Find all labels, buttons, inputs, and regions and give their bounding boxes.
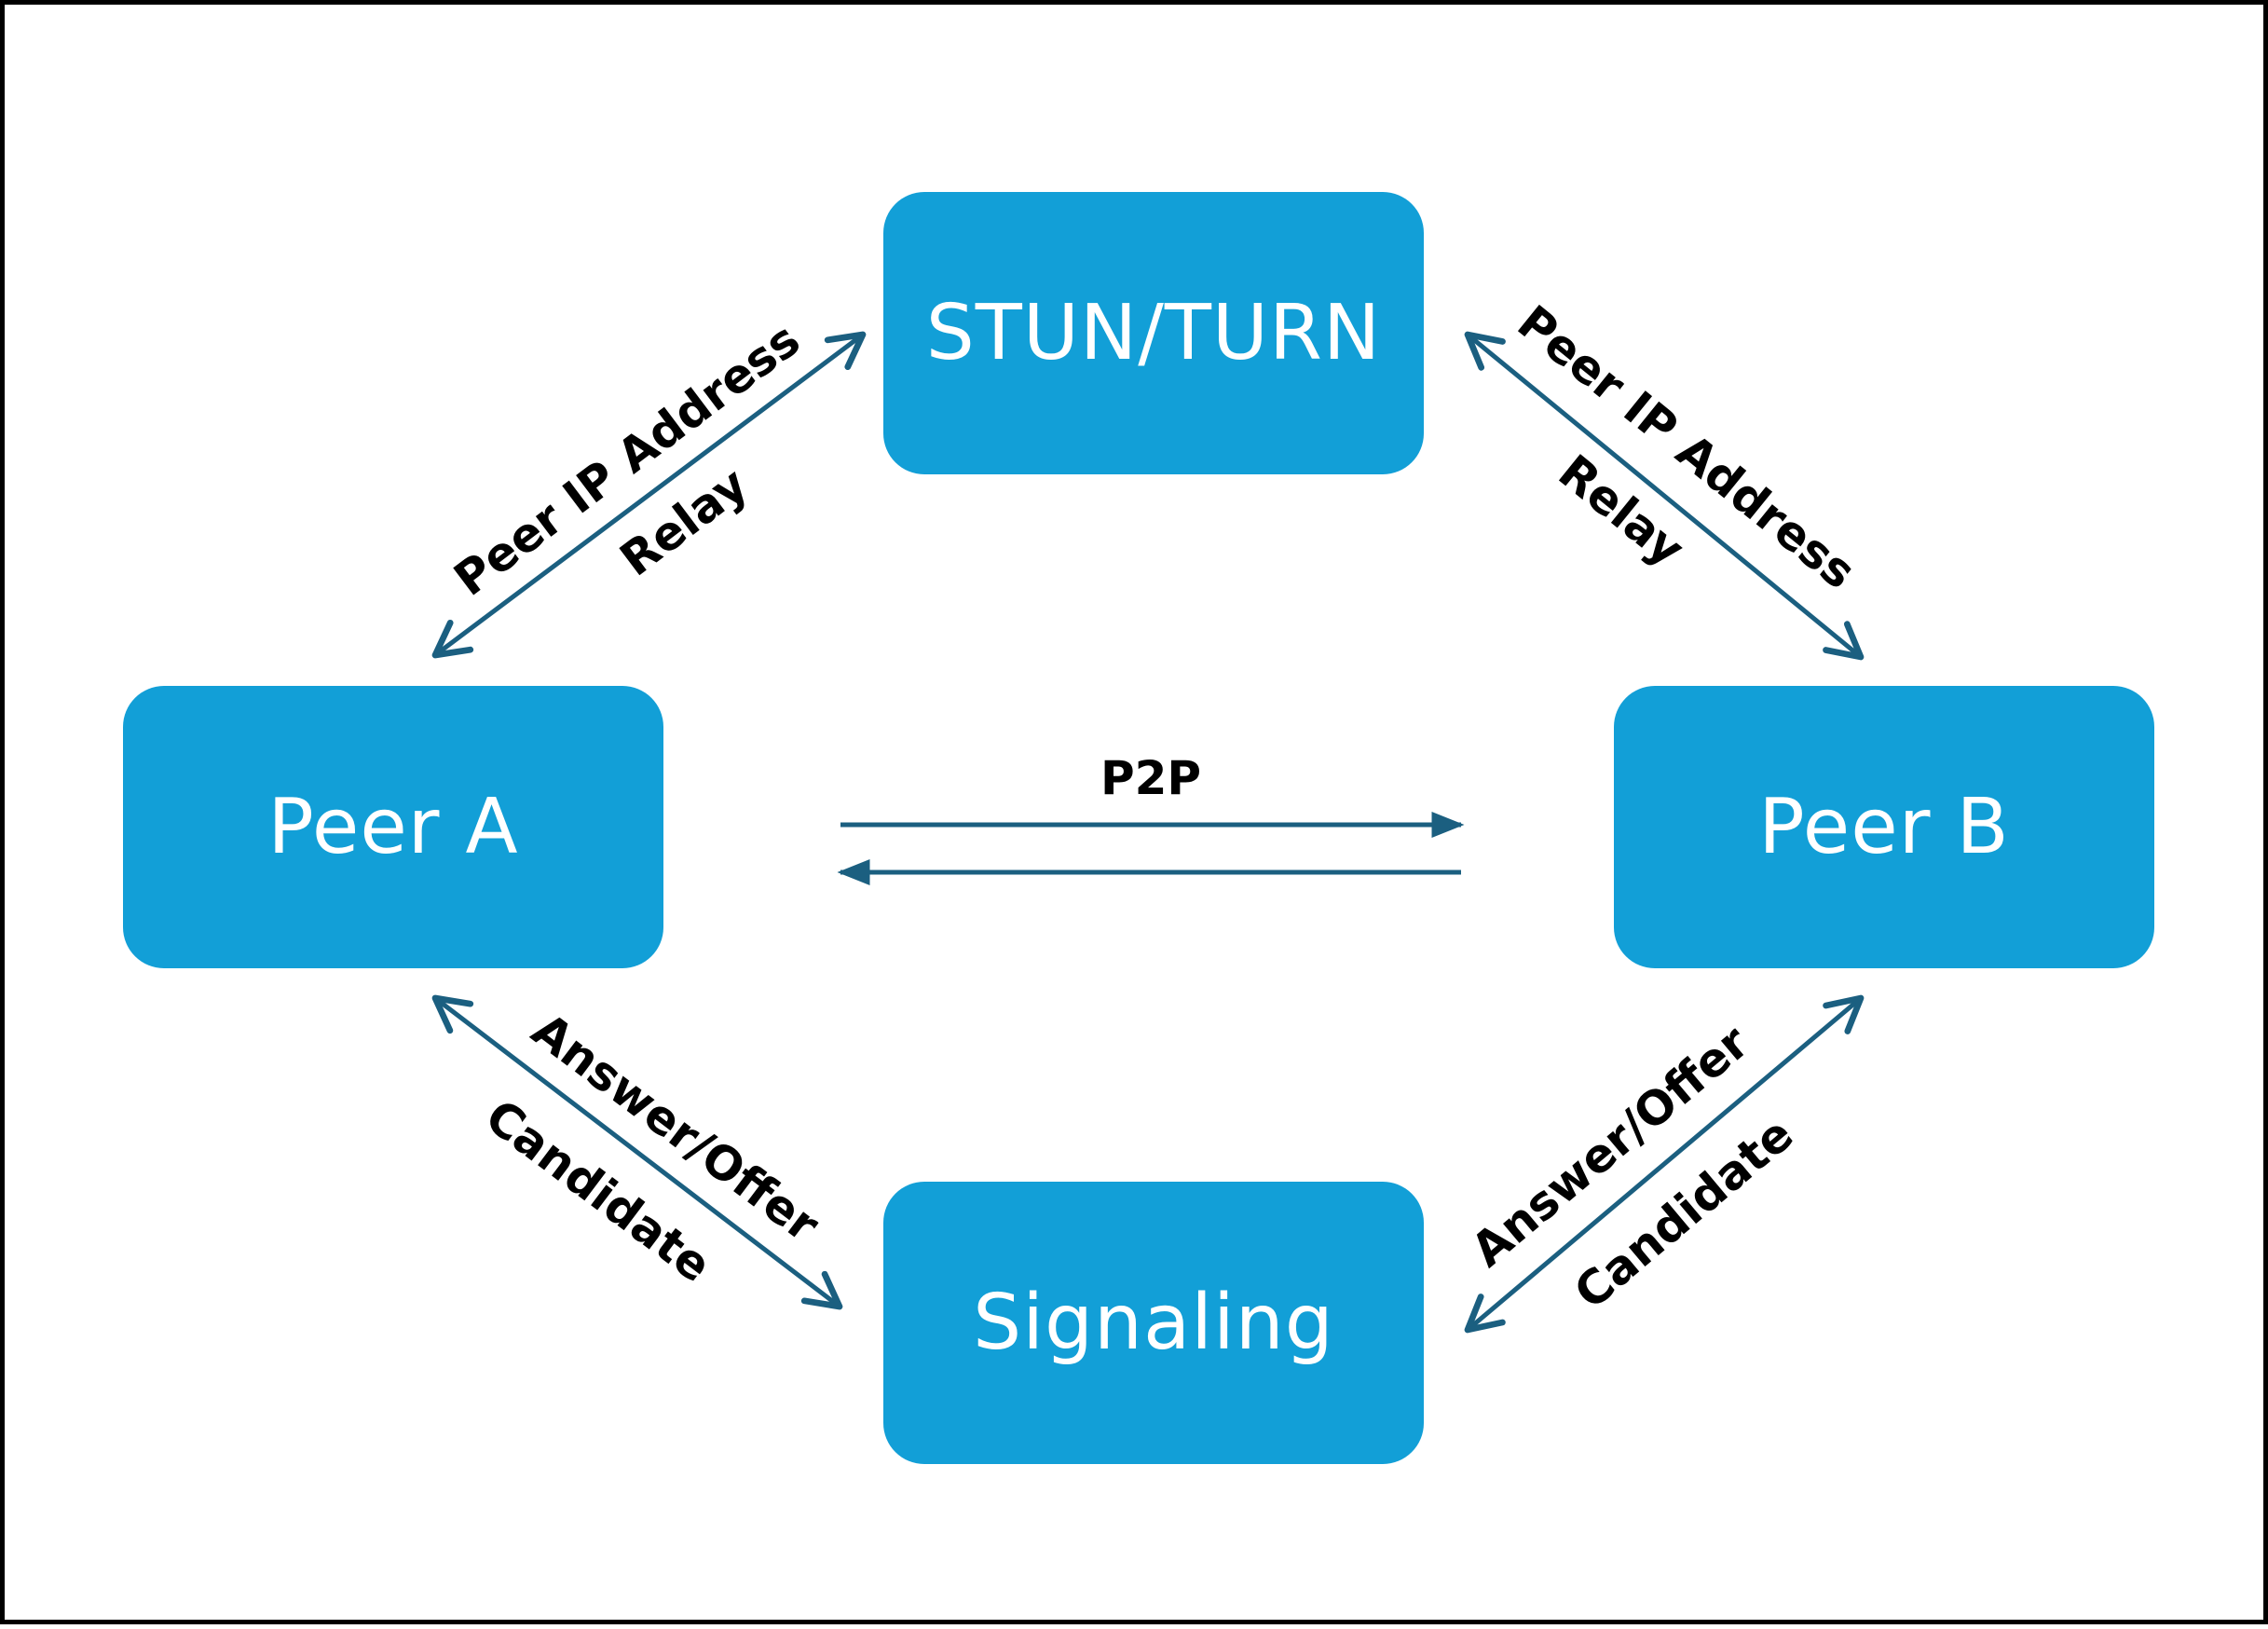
arrow-peer-a-stun bbox=[431, 331, 867, 659]
edge-label-p2p: P2P bbox=[1100, 751, 1202, 805]
arrow-stun-peer-b bbox=[1464, 331, 1865, 661]
arrow-peer-a-signaling bbox=[431, 994, 843, 1310]
arrow-signaling-peer-b bbox=[1464, 994, 1865, 1334]
node-stun-turn: STUN/TURN bbox=[883, 192, 1424, 474]
node-signaling: Signaling bbox=[883, 1182, 1424, 1464]
connector-layer bbox=[431, 331, 1865, 1334]
node-peer-a: Peer A bbox=[123, 686, 663, 968]
node-peer-b: Peer B bbox=[1614, 686, 2154, 968]
